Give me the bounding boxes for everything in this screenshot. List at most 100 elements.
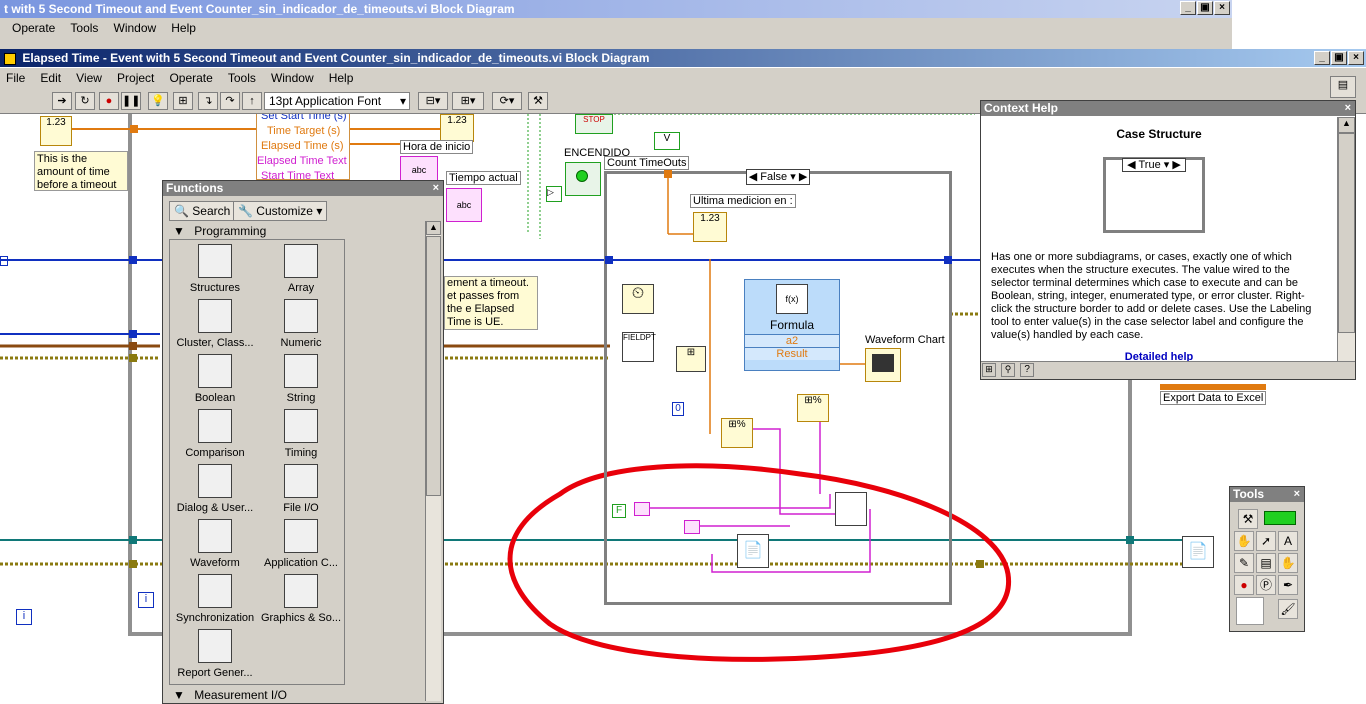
menu-operate[interactable]: Operate <box>169 71 213 85</box>
write-file-node[interactable]: 📄 <box>737 534 769 568</box>
color-swatch-icon[interactable] <box>1236 597 1264 625</box>
lock-icon[interactable]: ⊞ <box>982 363 996 377</box>
highlight-execution-icon[interactable]: 💡 <box>148 92 168 110</box>
fieldpoint-node[interactable]: FIELDPT <box>622 332 656 362</box>
tunnel-terminal[interactable] <box>129 354 137 362</box>
functions-palette-titlebar[interactable]: Functions × <box>163 181 443 196</box>
close-button[interactable]: × <box>1348 51 1364 65</box>
step-into-icon[interactable]: ↴ <box>198 92 218 110</box>
close-icon[interactable]: × <box>432 182 439 194</box>
palette-item-file-io[interactable]: File I/O <box>256 464 346 514</box>
string-indicator[interactable]: abc <box>446 188 482 222</box>
cleanup-diagram-icon[interactable]: ⚒ <box>528 92 548 110</box>
help-scrollbar[interactable]: ▲ <box>1337 117 1355 363</box>
step-over-icon[interactable]: ↷ <box>220 92 240 110</box>
context-help-titlebar[interactable]: Context Help × <box>981 101 1355 116</box>
context-help-window[interactable]: Context Help × Case Structure ◀ True ▾ ▶… <box>980 100 1356 380</box>
false-constant[interactable]: F <box>612 504 626 518</box>
minimize-button[interactable]: _ <box>1314 51 1330 65</box>
bg-menu-tools[interactable]: Tools <box>70 21 99 35</box>
chevron-down-icon[interactable]: ▾ <box>790 171 796 183</box>
measurement-io-category[interactable]: ▼ Measurement I/O <box>173 688 287 702</box>
string-constant[interactable] <box>634 502 650 516</box>
bg-menu-operate[interactable]: Operate <box>12 21 56 35</box>
scroll-thumb[interactable] <box>1338 133 1355 333</box>
palette-item-array[interactable]: Array <box>256 244 346 294</box>
functions-palette[interactable]: Functions × 🔍 Search 🔧 Customize ▾ ▼ Pro… <box>162 180 444 704</box>
palette-scrollbar[interactable]: ▲ <box>425 221 441 701</box>
numeric-terminal[interactable]: 1.23 <box>40 116 72 146</box>
palette-item-comparison[interactable]: Comparison <box>170 409 260 459</box>
auto-tool-icon[interactable]: ⚒ <box>1238 509 1258 529</box>
search-button[interactable]: 🔍 Search <box>169 201 236 221</box>
scroll-up-icon[interactable]: ▲ <box>426 221 441 235</box>
bg-window-titlebar[interactable]: t with 5 Second Timeout and Event Counte… <box>0 0 1232 18</box>
palette-item-string[interactable]: String <box>256 354 346 404</box>
close-icon[interactable]: × <box>1293 488 1300 500</box>
color-copy-icon[interactable]: ✒ <box>1278 575 1298 595</box>
distribute-objects-icon[interactable]: ⊞▾ <box>452 92 484 110</box>
stop-terminal[interactable]: STOP <box>575 114 613 134</box>
tunnel-terminal[interactable] <box>1126 536 1134 544</box>
palette-item-numeric[interactable]: Numeric <box>256 299 346 349</box>
numeric-indicator[interactable]: 1.23 <box>693 212 727 242</box>
run-continuously-icon[interactable]: ↻ <box>75 92 95 110</box>
tunnel-terminal[interactable] <box>976 560 984 568</box>
case-structure-frame[interactable] <box>604 171 952 605</box>
zero-constant[interactable]: 0 <box>672 402 684 416</box>
or-gate-icon[interactable]: V <box>654 132 680 150</box>
programming-category[interactable]: ▼ Programming <box>173 224 267 238</box>
close-icon[interactable]: × <box>1344 102 1351 114</box>
run-arrow-icon[interactable]: ➔ <box>52 92 72 110</box>
probe-icon[interactable]: Ⓟ <box>1256 575 1276 595</box>
menu-project[interactable]: Project <box>117 71 155 85</box>
bg-minimize-button[interactable]: _ <box>1180 1 1196 15</box>
main-window-titlebar[interactable]: Elapsed Time - Event with 5 Second Timeo… <box>0 49 1366 67</box>
menu-help[interactable]: Help <box>328 71 354 85</box>
context-help-toggle-icon[interactable]: ▤ <box>1330 76 1356 98</box>
align-objects-icon[interactable]: ⊟▾ <box>418 92 448 110</box>
scroll-thumb[interactable] <box>426 236 441 496</box>
wiring-icon[interactable]: ✎ <box>1234 553 1254 573</box>
operate-hand-icon[interactable]: ✋ <box>1234 531 1254 551</box>
palette-item-graphics-sound[interactable]: Graphics & So... <box>256 574 346 624</box>
tunnel-terminal[interactable] <box>129 342 137 350</box>
palette-item-cluster[interactable]: Cluster, Class... <box>170 299 260 349</box>
bg-restore-button[interactable]: ▣ <box>1197 1 1213 15</box>
font-selector[interactable]: 13pt Application Font ▾ <box>264 92 410 110</box>
write-report-node[interactable]: 📄 <box>1182 536 1214 568</box>
tools-palette-titlebar[interactable]: Tools × <box>1230 487 1304 502</box>
tunnel-terminal[interactable] <box>129 330 137 338</box>
bg-close-button[interactable]: × <box>1214 1 1230 15</box>
string-constant[interactable] <box>684 520 700 534</box>
numeric-indicator[interactable]: 1.23 <box>440 114 474 142</box>
palette-item-timing[interactable]: Timing <box>256 409 346 459</box>
tunnel-terminal[interactable] <box>129 256 137 264</box>
coloring-brush-icon[interactable]: 🖌 <box>1278 599 1298 619</box>
menu-tools[interactable]: Tools <box>227 71 256 85</box>
scroll-hand-icon[interactable]: ✋ <box>1278 553 1298 573</box>
palette-item-structures[interactable]: Structures <box>170 244 260 294</box>
palette-item-boolean[interactable]: Boolean <box>170 354 260 404</box>
scroll-up-icon[interactable]: ▲ <box>1338 117 1355 133</box>
palette-item-dialog[interactable]: Dialog & User... <box>170 464 260 514</box>
link-icon[interactable]: ⚲ <box>1001 363 1016 377</box>
bg-menu-window[interactable]: Window <box>113 21 157 35</box>
restore-button[interactable]: ▣ <box>1331 51 1347 65</box>
menu-window[interactable]: Window <box>270 71 314 85</box>
array-index-node[interactable]: ⊞ <box>676 346 706 372</box>
label-text-icon[interactable]: A <box>1278 531 1298 551</box>
abort-icon[interactable]: ● <box>99 92 119 110</box>
tunnel-terminal[interactable] <box>129 560 137 568</box>
formula-node[interactable]: f(x) Formula a2 Result <box>744 279 840 371</box>
question-icon[interactable]: ? <box>1020 363 1035 377</box>
menu-edit[interactable]: Edit <box>40 71 62 85</box>
palette-item-application-control[interactable]: Application C... <box>256 519 346 569</box>
unbundle-by-name[interactable]: Set Start Time (s) Time Target (s) Elaps… <box>256 114 350 182</box>
bg-menu-help[interactable]: Help <box>171 21 196 35</box>
breakpoint-icon[interactable]: ● <box>1234 575 1254 595</box>
tools-palette[interactable]: Tools × ⚒ ✋ ➚ A ✎ ▤ ✋ ● Ⓟ ✒ 🖌 <box>1229 486 1305 632</box>
wait-timer-icon[interactable]: ⏲ <box>622 284 654 314</box>
case-next-icon[interactable]: ▶ <box>798 171 808 183</box>
palette-item-report-generation[interactable]: Report Gener... <box>170 629 260 679</box>
